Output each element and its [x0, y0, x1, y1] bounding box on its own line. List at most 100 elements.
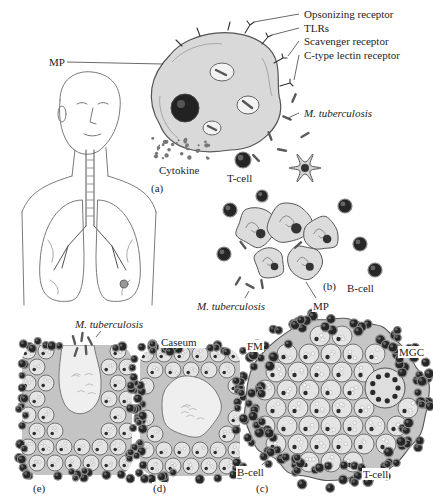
cytokine-dot: [157, 146, 161, 150]
foamy-macrophage: [101, 423, 117, 439]
foamy-macrophage: [38, 461, 41, 464]
lymphocyte: [271, 327, 274, 330]
foamy-macrophage: [101, 359, 117, 375]
lymphocyte: [249, 390, 252, 393]
foamy-macrophage: [358, 445, 362, 449]
bacterium-rod: [302, 133, 309, 137]
lymphocyte: [234, 405, 241, 412]
lymphocyte: [223, 203, 237, 217]
foamy-macrophage: [37, 396, 40, 399]
lymphocyte: [149, 341, 156, 348]
caseum: [71, 375, 79, 377]
foamy-macrophage: [266, 398, 286, 418]
lymphocyte: [351, 321, 354, 324]
lymphocyte: [24, 472, 27, 475]
lymphocyte: [383, 342, 386, 345]
foamy-macrophage: [29, 455, 45, 471]
foamy-macrophage: [213, 451, 217, 455]
cytokine-dot: [204, 140, 207, 143]
lymphocyte: [354, 326, 363, 335]
foamy-macrophage: [300, 441, 304, 445]
foamy-macrophage: [306, 385, 310, 389]
lymphocyte: [223, 348, 231, 356]
human-figure: [22, 176, 156, 212]
foamy-macrophage: [211, 465, 214, 468]
lymphocyte: [137, 420, 139, 422]
foamy-macrophage: [321, 344, 341, 364]
granuloma-section: [22, 345, 132, 475]
foamy-macrophage: [234, 415, 237, 418]
foamy-macrophage: [82, 444, 85, 447]
foamy-macrophage: [147, 362, 163, 378]
foamy-macrophage: [122, 432, 126, 436]
foamy-macrophage: [57, 459, 60, 462]
lymphocyte: [20, 394, 28, 402]
foamy-macrophage: [210, 442, 226, 458]
lymphocyte: [283, 455, 286, 458]
foamy-macrophage: [237, 452, 240, 455]
dendritic-cell: [289, 154, 321, 182]
cytokine-dot: [185, 143, 189, 147]
lymphocyte: [295, 455, 298, 458]
lymphocyte: [171, 470, 173, 472]
lymphocyte: [418, 401, 425, 408]
foamy-macrophage: [147, 420, 150, 423]
lymphocyte: [139, 461, 147, 469]
foamy-macrophage: [336, 373, 340, 377]
macrophage-cell: [306, 263, 314, 271]
foamy-macrophage: [104, 400, 108, 404]
lymphocyte: [268, 449, 271, 452]
foamy-macrophage: [77, 445, 80, 448]
caseum: [77, 391, 85, 393]
foamy-macrophage: [204, 467, 208, 471]
macrophage-cell: [160, 44, 272, 138]
lymphocyte: [127, 449, 134, 456]
bacterium-rod: [75, 348, 78, 356]
lymphocyte: [131, 375, 134, 378]
foamy-macrophage: [122, 464, 126, 468]
foamy-macrophage: [332, 434, 352, 454]
lymphocyte: [24, 413, 26, 415]
giant-cell: [370, 390, 375, 395]
lymphocyte: [70, 470, 72, 472]
foamy-macrophage: [104, 368, 108, 372]
panel-label: (c): [255, 482, 269, 494]
foamy-macrophage: [64, 447, 67, 450]
foamy-macrophage: [122, 432, 125, 435]
foamy-macrophage: [42, 416, 45, 419]
cytokine-dot: [162, 157, 164, 159]
foamy-macrophage: [296, 407, 300, 411]
lymphocyte: [149, 347, 156, 354]
human-figure: [58, 106, 66, 122]
foamy-macrophage: [146, 350, 149, 353]
lymphocyte: [240, 374, 243, 377]
cell-label: FM: [246, 340, 264, 352]
human-figure: [54, 226, 126, 270]
lymphocyte: [258, 418, 266, 426]
foamy-macrophage: [47, 410, 50, 413]
lymphocyte: [420, 402, 422, 404]
foamy-macrophage: [190, 367, 193, 370]
foamy-macrophage: [226, 365, 229, 368]
lymphocyte: [140, 475, 148, 483]
foamy-macrophage: [281, 355, 285, 359]
lymphocyte: [417, 438, 420, 441]
bacterium-rod: [295, 242, 301, 247]
bacterium-rod: [292, 94, 295, 101]
lymphocyte: [251, 364, 254, 367]
foamy-macrophage: [55, 429, 58, 432]
cytokine-dot: [167, 148, 171, 152]
lymphocyte: [20, 385, 23, 388]
lymphocyte: [130, 425, 137, 432]
lymphocyte: [137, 470, 140, 473]
lymphocyte: [170, 469, 177, 476]
foamy-macrophage: [342, 337, 346, 341]
foamy-macrophage: [213, 447, 216, 450]
lymphocyte: [324, 462, 332, 470]
cell-label: B-cell: [236, 466, 265, 478]
foamy-macrophage: [104, 397, 107, 400]
foamy-macrophage: [288, 398, 308, 418]
foamy-macrophage: [64, 442, 67, 445]
lymphocyte: [129, 450, 131, 452]
